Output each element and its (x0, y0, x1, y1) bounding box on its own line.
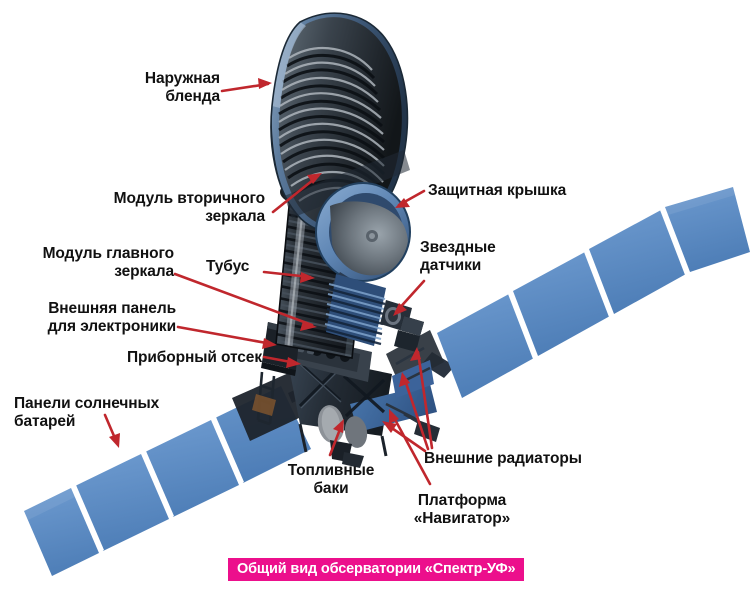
label-fuel-tanks: Топливные баки (287, 462, 375, 497)
solar-array-right (422, 187, 750, 398)
label-protective-cover: Защитная крышка (428, 182, 567, 199)
label-star-sensors: Звездные датчики (420, 239, 496, 274)
leader-lines (103, 78, 434, 486)
label-secondary-mirror: Модуль вторичного зеркала (113, 190, 265, 225)
label-outer-baffle: Наружная бленда (144, 70, 220, 105)
label-tube: Тубус (206, 258, 250, 275)
figure-caption: Общий вид обсерватории «Спектр-УФ» (228, 558, 525, 582)
label-primary-mirror: Модуль главного зеркала (42, 245, 175, 280)
label-instrument-bay: Приборный отсек (126, 349, 262, 366)
label-external-radiators: Внешние радиаторы (424, 450, 582, 467)
lower-baffle-column (324, 274, 386, 346)
label-external-electronics: Внешняя панель для электроники (47, 300, 177, 335)
left-support-truss (252, 371, 276, 426)
label-solar-panels: Панели солнечных батарей (14, 395, 160, 430)
label-navigator-platform: Платформа «Навигатор» (413, 492, 511, 527)
outer-baffle (270, 12, 410, 234)
